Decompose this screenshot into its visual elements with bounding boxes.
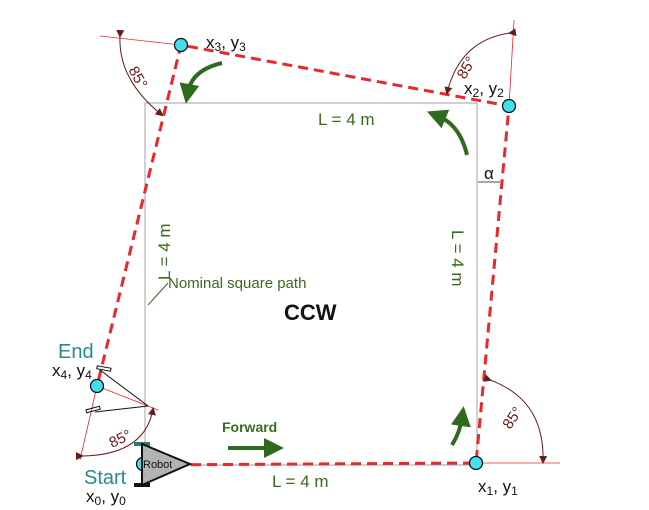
waypoint-1 <box>468 455 484 471</box>
waypoint-2 <box>501 98 517 114</box>
point-label-0: x0, y0 <box>86 487 126 508</box>
side-label-right: L = 4 m <box>448 230 467 287</box>
angle-label-1: 85° <box>499 404 526 432</box>
turn-arrows <box>179 61 471 458</box>
point-label-1: x1, y1 <box>478 477 518 498</box>
waypoint-3 <box>173 37 189 53</box>
end-robot-outline <box>85 365 150 414</box>
angle-label-start: 85° <box>107 427 135 452</box>
end-label: End <box>58 341 94 363</box>
nominal-path-label: Nominal square path <box>168 275 306 292</box>
alpha-label: α <box>484 164 494 183</box>
robot: Robot <box>134 442 193 487</box>
side-label-left: L = 4 m <box>155 223 174 280</box>
waypoint-4 <box>89 378 105 394</box>
point-label-2: x2, y2 <box>464 79 504 100</box>
nominal-path-leader <box>147 282 169 306</box>
direction-label: CCW <box>284 300 337 325</box>
angle-arcs <box>75 28 548 464</box>
forward-label: Forward <box>222 419 277 435</box>
point-label-3: x3, y3 <box>206 33 246 54</box>
side-label-top: L = 4 m <box>318 110 375 129</box>
robot-label: Robot <box>143 459 172 471</box>
side-label-bottom: L = 4 m <box>272 472 329 491</box>
point-label-4: x4, y4 <box>52 361 92 382</box>
angle-label-2: 85° <box>454 54 480 82</box>
angle-label-3: 85° <box>125 64 151 92</box>
start-label: Start <box>84 467 127 489</box>
